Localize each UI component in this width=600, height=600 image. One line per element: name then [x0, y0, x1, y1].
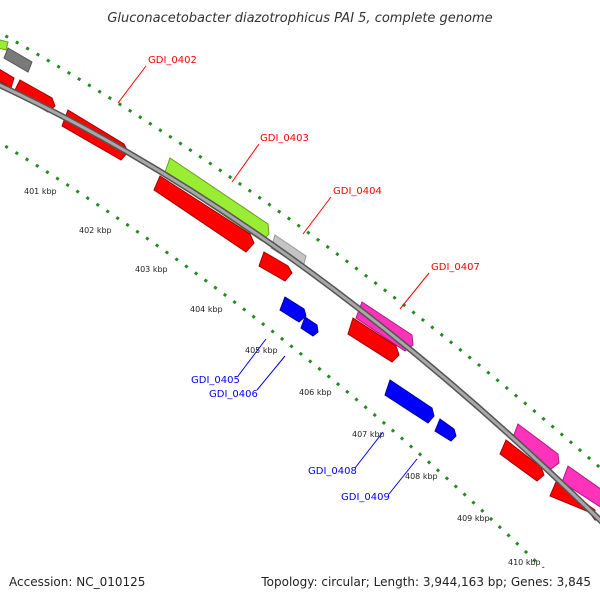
gene-label-gdi-0408: GDI_0408	[308, 466, 357, 477]
gene-arrow-blue-0406	[300, 316, 319, 337]
gene-label-gdi-0409: GDI_0409	[341, 492, 390, 503]
gene-arrow-blue-0408	[384, 379, 435, 424]
callout-line-0402	[117, 65, 147, 104]
callout-line-0408	[354, 431, 384, 469]
gene-arrow-blue-0409	[434, 418, 457, 442]
gene-arrow-blue-0405	[279, 296, 307, 323]
scale-labels: 401 kbp 402 kbp 403 kbp 404 kbp 405 kbp …	[24, 187, 541, 567]
gene-label-gdi-0404: GDI_0404	[333, 186, 382, 197]
scale-label-402: 402 kbp	[79, 226, 112, 235]
scale-label-405: 405 kbp	[245, 346, 278, 355]
gene-arrow-red-4	[258, 251, 293, 282]
reverse-strand-genes	[279, 296, 457, 442]
gene-label-gdi-0402: GDI_0402	[148, 55, 197, 66]
scale-label-403: 403 kbp	[135, 265, 168, 274]
scale-label-408: 408 kbp	[405, 472, 438, 481]
callout-line-0406	[256, 355, 286, 391]
gene-label-gdi-0405: GDI_0405	[191, 375, 240, 386]
map-title: Gluconacetobacter diazotrophicus PAI 5, …	[107, 11, 492, 26]
callout-line-0407	[399, 272, 430, 310]
gene-arrow-gray	[3, 47, 33, 73]
callout-line-0403	[231, 143, 260, 183]
genome-backbone-highlight	[0, 83, 600, 523]
scale-label-404: 404 kbp	[190, 305, 223, 314]
scale-label-409: 409 kbp	[457, 514, 490, 523]
red-gene-callouts: GDI_0402 GDI_0403 GDI_0404 GDI_0407	[117, 55, 480, 310]
gene-label-gdi-0403: GDI_0403	[260, 133, 309, 144]
callout-line-0409	[388, 458, 418, 495]
callout-line-0404	[302, 196, 332, 235]
gene-arrow-red-6	[499, 439, 545, 482]
scale-label-410: 410 kbp	[508, 558, 541, 567]
gene-arrow-red-3	[153, 175, 255, 253]
callout-line-0405	[237, 338, 267, 377]
scale-label-407: 407 kbp	[352, 430, 385, 439]
outer-tick-ring	[0, 31, 600, 470]
scale-label-401: 401 kbp	[24, 187, 57, 196]
genome-summary-text: Topology: circular; Length: 3,944,163 bp…	[260, 575, 591, 589]
blue-gene-callouts: GDI_0405 GDI_0406 GDI_0408 GDI_0409	[191, 338, 418, 503]
gene-arrow-magenta-3	[561, 465, 600, 508]
gene-label-gdi-0406: GDI_0406	[209, 389, 258, 400]
gene-label-gdi-0407: GDI_0407	[431, 262, 480, 273]
scale-label-406: 406 kbp	[299, 388, 332, 397]
accession-text: Accession: NC_010125	[9, 575, 145, 589]
gene-arrow-lime-left	[0, 39, 9, 51]
gene-arrow-red-5	[347, 317, 400, 363]
